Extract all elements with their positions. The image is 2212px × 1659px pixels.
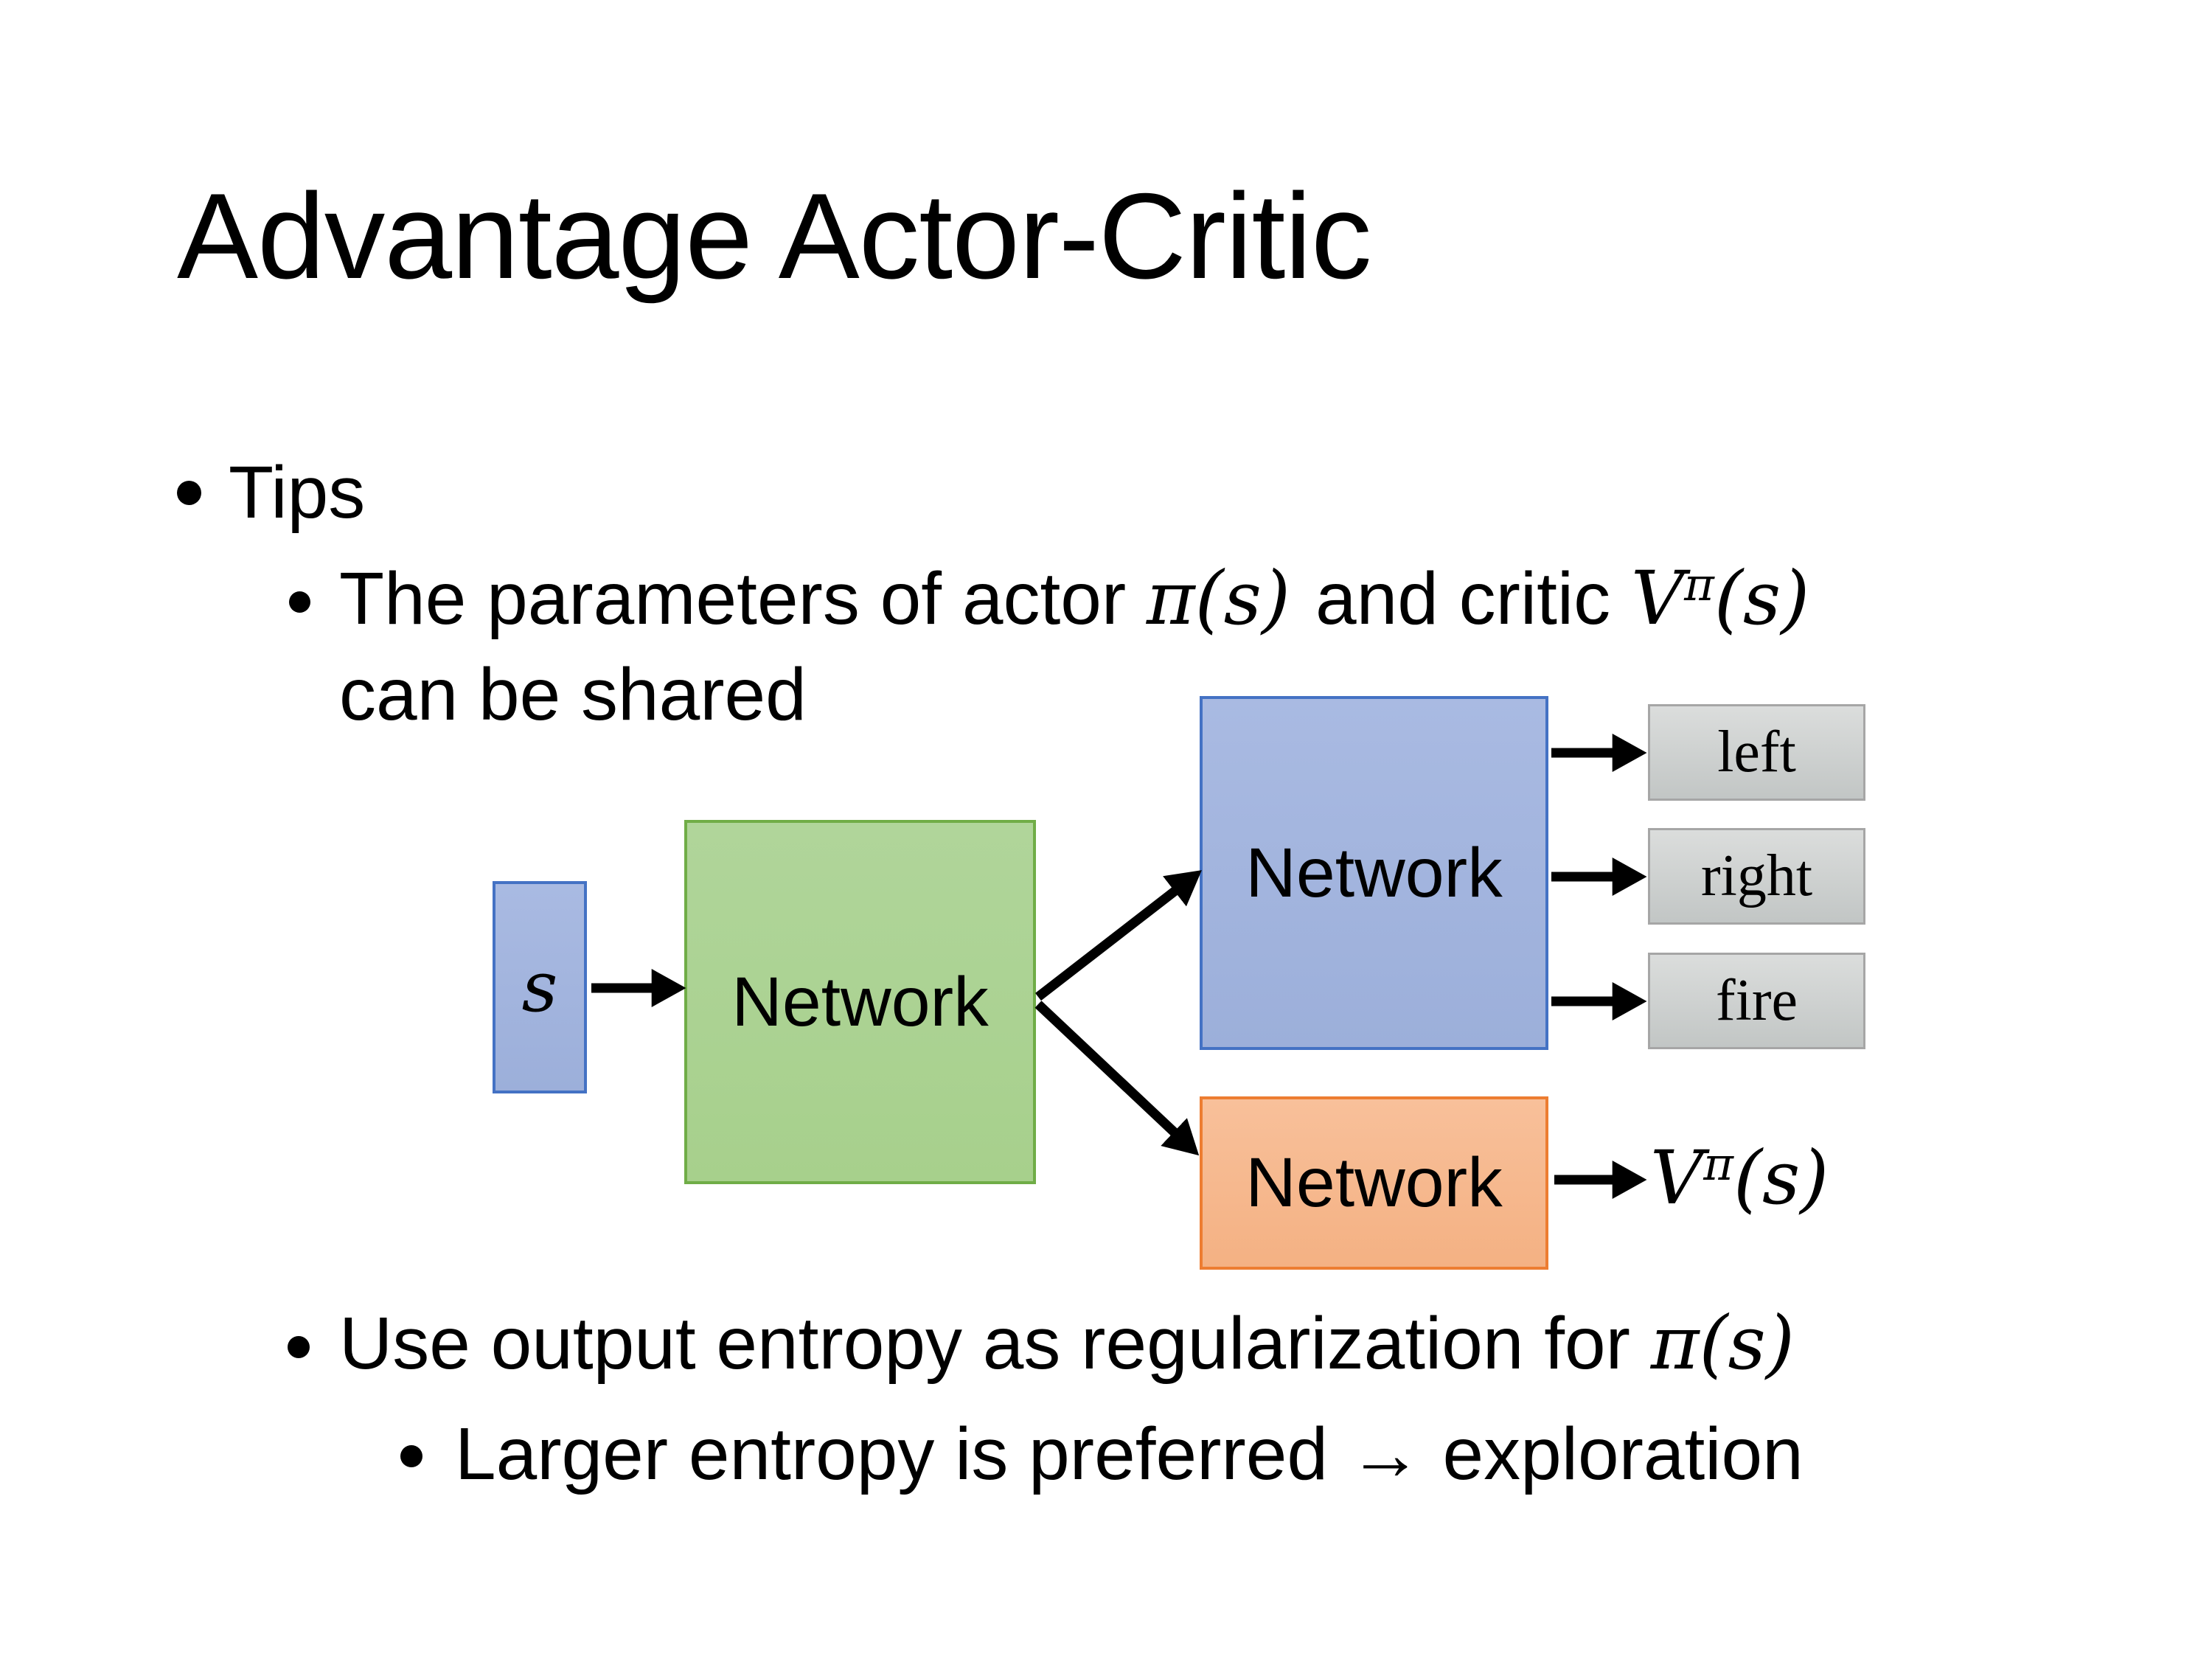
bullet-parameters-shared-line1: The parameters of actor π(s)and critic V… [339,561,1809,636]
arrow-shared-to-actor-network [1035,870,1202,1001]
bullet-tips: Tips [229,451,366,534]
bullet-text: and critic [1315,557,1631,640]
bullet-dot-level3 [400,1445,422,1467]
pi-s-math: π(s) [1146,555,1290,641]
action-box-right: right [1648,828,1865,925]
bullet-text: Use output entropy as regularization for [339,1302,1651,1385]
shared-network-box: Network [684,820,1036,1184]
action-label: left [1717,720,1796,785]
arrow-shared-to-critic-network [1034,1001,1200,1156]
value-args: (s) [1733,1135,1829,1221]
slide-title: Advantage Actor-Critic [177,168,1372,304]
value-function-math-sup: π [1684,557,1714,611]
value-function-output: Vπ(s) [1650,1141,1829,1215]
pi-s-math: π(s) [1650,1300,1795,1386]
action-box-fire: fire [1648,953,1865,1049]
critic-network-box: Network [1200,1096,1548,1270]
value-base: V [1650,1135,1704,1221]
state-label: s [521,947,558,1028]
state-input-box: s [493,881,587,1093]
bullet-larger-entropy: Larger entropy is preferred → exploratio… [455,1413,1804,1495]
actor-network-label: Network [1245,833,1503,912]
bullet-dot-level2 [289,591,310,613]
bullet-dot-level2 [288,1336,310,1358]
value-function-math-args: (s) [1714,555,1810,641]
action-label: fire [1715,968,1798,1033]
action-box-left: left [1648,704,1865,801]
value-sup: π [1703,1136,1733,1191]
shared-network-label: Network [731,962,989,1041]
actor-network-box: Network [1200,696,1548,1050]
value-function-math-base: V [1630,555,1685,641]
bullet-entropy-regularization: Use output entropy as regularization for… [339,1307,1795,1381]
action-label: right [1700,844,1813,908]
bullet-text: The parameters of actor [339,557,1147,640]
critic-network-label: Network [1245,1144,1503,1222]
bullet-dot-level1 [177,481,201,505]
bullet-parameters-shared-line2: can be shared [339,653,807,736]
